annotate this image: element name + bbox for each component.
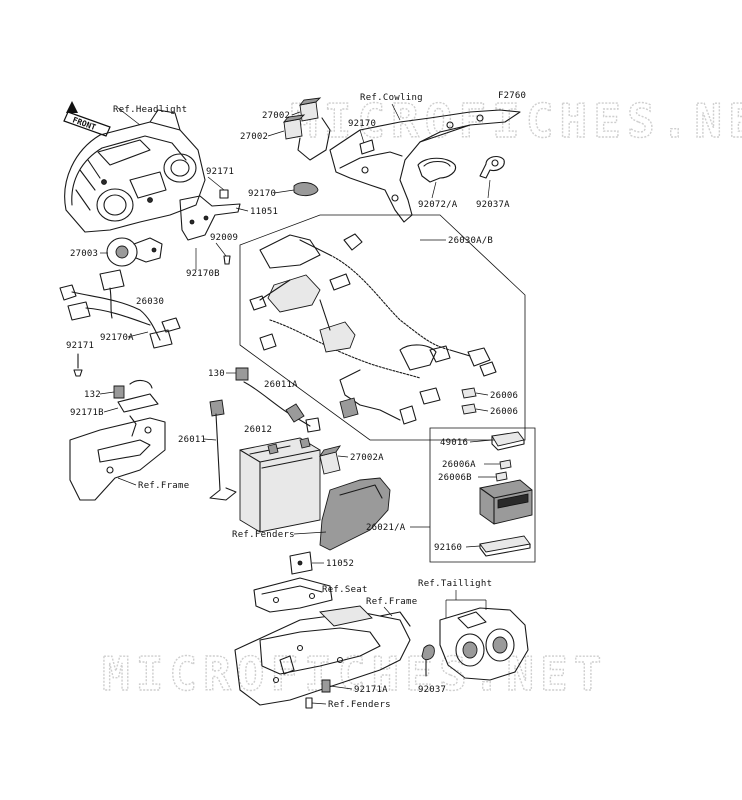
label-26030AB: 26030A/B — [448, 236, 493, 246]
label-92170B: 92170B — [186, 269, 220, 279]
figure-code: F2760 — [498, 91, 526, 101]
label-27002-bottom: 27002 — [240, 132, 268, 142]
seat-bracket — [253, 577, 333, 613]
clamp-band-92072 — [417, 157, 457, 183]
horn-27003 — [106, 237, 163, 267]
bolt-130 — [235, 367, 249, 381]
label-26006B: 26006B — [438, 473, 472, 483]
label-26021: 26021/A — [366, 523, 406, 533]
screw-92171A — [321, 679, 331, 693]
ref-cowling: Ref.Cowling — [360, 93, 423, 103]
clamp-92171B — [129, 379, 153, 389]
battery-cable-26011A — [243, 381, 321, 433]
watermark-top: MICROFICHES.NET — [290, 94, 742, 148]
label-92160: 92160 — [434, 543, 462, 553]
label-26011A: 26011A — [264, 380, 298, 390]
fender-cover-26021 — [319, 477, 391, 551]
main-wire-harness — [249, 233, 497, 425]
sub-harness-26030 — [59, 269, 181, 349]
headlight-assembly — [64, 109, 206, 233]
cover-49016 — [491, 431, 525, 451]
label-92170-upper: 92170 — [348, 119, 376, 129]
battery-26012 — [239, 437, 321, 533]
main-harness-frame — [239, 214, 526, 441]
label-92170A: 92170A — [100, 333, 134, 343]
label-26012: 26012 — [244, 425, 272, 435]
label-27002A: 27002A — [350, 453, 384, 463]
ref-frame-left: Ref.Frame — [138, 481, 189, 491]
label-92171-left: 92171 — [66, 341, 94, 351]
label-92171-top: 92171 — [206, 167, 234, 177]
label-11052: 11052 — [326, 559, 354, 569]
label-26006-a: 26006 — [490, 391, 518, 401]
front-arrow-icon: FRONT — [63, 101, 111, 137]
label-92171A: 92171A — [354, 685, 388, 695]
label-11051: 11051 — [250, 207, 278, 217]
bracket-11052 — [289, 551, 313, 575]
cowling-bracket — [329, 109, 521, 223]
ref-seat: Ref.Seat — [322, 585, 368, 595]
ref-frame-bottom: Ref.Frame — [366, 597, 417, 607]
screw-132 — [113, 385, 125, 399]
label-92171B: 92171B — [70, 408, 104, 418]
label-132: 132 — [84, 390, 101, 400]
label-26006-b: 26006 — [490, 407, 518, 417]
label-27002-top: 27002 — [262, 111, 290, 121]
label-92037: 92037 — [418, 685, 446, 695]
ecu-unit — [479, 479, 533, 525]
label-92072: 92072/A — [418, 200, 458, 210]
clamp-92037A — [479, 155, 505, 179]
label-26011: 26011 — [178, 435, 206, 445]
ref-taillight: Ref.Taillight — [418, 579, 492, 589]
ref-fenders-bottom: Ref.Fenders — [328, 700, 391, 710]
relay-27002-top — [298, 97, 322, 122]
clamp-92037 — [421, 644, 435, 661]
ref-fenders-mid: Ref.Fenders — [232, 530, 295, 540]
ecu-panel-frame — [429, 427, 536, 563]
watermark-bottom: MICROFICHES.NET — [102, 647, 607, 701]
ecu-pad-92160 — [479, 535, 531, 557]
rear-frame-section — [234, 605, 411, 706]
label-26006A: 26006A — [442, 460, 476, 470]
frame-left-section — [69, 415, 166, 501]
battery-cable-26011 — [209, 399, 237, 501]
label-92170-lower: 92170 — [248, 189, 276, 199]
label-92037A: 92037A — [476, 200, 510, 210]
relay-27002-bottom — [282, 114, 306, 140]
taillight-assembly — [439, 607, 529, 681]
label-26030: 26030 — [136, 297, 164, 307]
label-49016: 49016 — [440, 438, 468, 448]
bracket-11051 — [179, 189, 241, 241]
screw-bottom — [305, 697, 313, 709]
label-130: 130 — [208, 369, 225, 379]
relay-27002A — [318, 445, 342, 475]
label-27003: 27003 — [70, 249, 98, 259]
label-92009: 92009 — [210, 233, 238, 243]
ref-headlight: Ref.Headlight — [113, 105, 187, 115]
